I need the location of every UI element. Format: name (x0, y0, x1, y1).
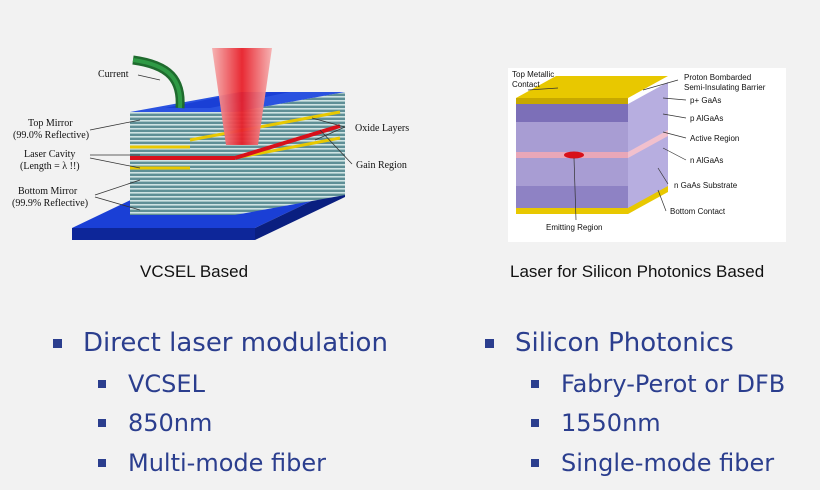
bullet-square-icon (98, 459, 106, 467)
label-laser-cavity-length: (Length = λ !!) (20, 161, 80, 172)
label-p-gaas: p+ GaAs (690, 96, 721, 105)
bullet-text: 850nm (128, 409, 213, 437)
bullet-square-icon (531, 459, 539, 467)
bullet-square-icon (531, 380, 539, 388)
bullet-left-main: Direct laser modulation (53, 328, 388, 358)
label-emitting-region: Emitting Region (546, 223, 602, 232)
label-laser-cavity: Laser Cavity (24, 149, 75, 160)
bullet-right-sub-1: Fabry-Perot or DFB (531, 370, 786, 398)
bullet-square-icon (485, 339, 494, 348)
label-proton-bombarded: Proton Bombarded (684, 73, 751, 82)
label-bottom-contact: Bottom Contact (670, 207, 726, 216)
bullet-left-sub-3: Multi-mode fiber (98, 449, 326, 477)
siph-caption: Laser for Silicon Photonics Based (510, 262, 765, 281)
bullet-square-icon (98, 380, 106, 388)
siph-top-contact (516, 76, 668, 104)
label-bottom-mirror-reflect: (99.9% Reflective) (12, 198, 88, 209)
vcsel-oxide-layers (130, 110, 341, 170)
bullet-text: Multi-mode fiber (128, 449, 326, 477)
bullet-text: Direct laser modulation (83, 328, 388, 358)
bullet-left-sub-2: 850nm (98, 409, 213, 437)
laser-beam (212, 48, 272, 145)
label-top-metallic-contact: Contact (512, 80, 540, 89)
label-n-gaas-substrate: n GaAs Substrate (674, 181, 738, 190)
label-gain-region: Gain Region (356, 160, 407, 171)
label-oxide-layers: Oxide Layers (355, 123, 409, 134)
vcsel-gain-region (130, 124, 341, 160)
bullet-square-icon (531, 419, 539, 427)
label-top-mirror-reflect: (99.0% Reflective) (13, 130, 89, 141)
label-bottom-mirror: Bottom Mirror (18, 186, 78, 197)
label-top-mirror: Top Mirror (28, 118, 73, 129)
vcsel-diagram: Current Top Mirror (99.0% Reflective) La… (12, 48, 409, 240)
bullet-square-icon (53, 339, 62, 348)
siph-front-face (516, 104, 628, 214)
bullet-text: VCSEL (128, 370, 205, 398)
bullet-right-sub-3: Single-mode fiber (531, 449, 775, 477)
bullet-right-sub-2: 1550nm (531, 409, 661, 437)
bullet-text: Single-mode fiber (561, 449, 775, 477)
label-active-region: Active Region (690, 134, 739, 143)
label-current: Current (98, 69, 129, 80)
label-top-metallic: Top Metallic (512, 70, 554, 79)
bullet-left-sub-1: VCSEL (98, 370, 205, 398)
bullet-text: Fabry-Perot or DFB (561, 370, 786, 398)
bullet-text: Silicon Photonics (515, 328, 734, 358)
bullet-text: 1550nm (561, 409, 661, 437)
emitting-spot (564, 151, 584, 159)
siph-laser-diagram: Top Metallic Contact Proton Bombarded Se… (508, 68, 786, 242)
siph-side-face (628, 82, 668, 214)
label-n-algaas: n AlGaAs (690, 156, 723, 165)
bullet-right-main: Silicon Photonics (485, 328, 734, 358)
vcsel-caption: VCSEL Based (140, 262, 249, 281)
bullet-square-icon (98, 419, 106, 427)
label-semi-insulating: Semi-Insulating Barrier (684, 83, 766, 92)
label-p-algaas: p AlGaAs (690, 114, 723, 123)
